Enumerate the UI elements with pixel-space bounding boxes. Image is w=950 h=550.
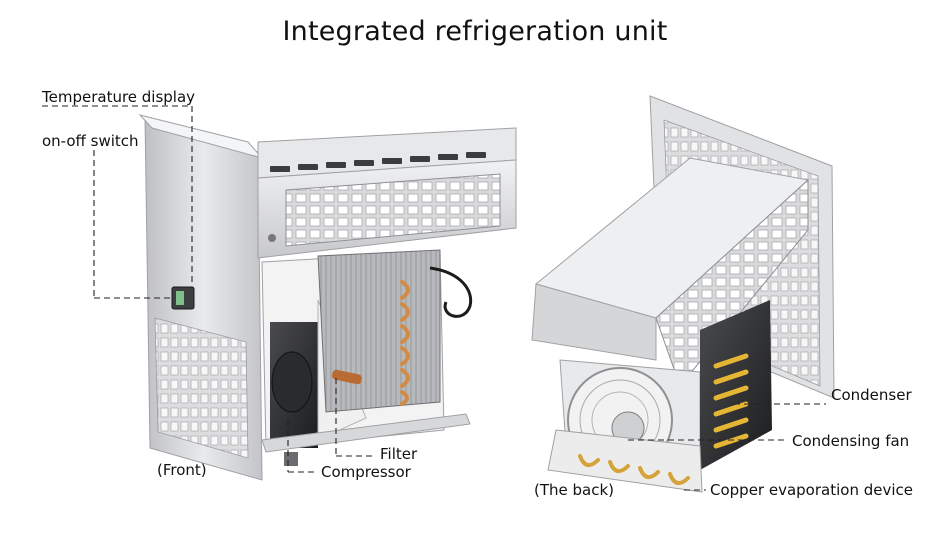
back-box-front [531, 283, 657, 361]
front-copper-pipes [400, 280, 410, 406]
back-unit [531, 95, 835, 493]
caption-back: (The back) [534, 481, 615, 499]
caption-front: (Front) [157, 461, 207, 479]
label-condensing-fan: Condensing fan [792, 432, 910, 450]
front-top-slots [270, 152, 486, 172]
back-box-side [655, 178, 809, 388]
label-copper-evaporation: Copper evaporation device [710, 481, 913, 499]
label-compressor: Compressor [321, 463, 411, 481]
back-condenser-core [700, 300, 772, 470]
front-side-vents [154, 317, 249, 459]
label-filter: Filter [380, 445, 418, 463]
filter-drier [332, 369, 362, 385]
back-copper-evaporation-coils [578, 454, 690, 486]
power-cable [429, 266, 473, 318]
front-condenser-coil [317, 249, 441, 413]
compressor-dome [271, 351, 313, 413]
front-evaporator-grille [285, 173, 501, 247]
front-base [261, 413, 471, 453]
leader-lines [42, 105, 826, 491]
label-temperature-display: Temperature display [42, 88, 196, 106]
label-condenser: Condenser [831, 386, 912, 404]
label-onoff-switch: on-off switch [42, 132, 139, 150]
back-brass-tubes [713, 353, 749, 449]
page-title: Integrated refrigeration unit [282, 16, 668, 47]
front-unit [138, 114, 517, 481]
back-tray [547, 429, 703, 493]
